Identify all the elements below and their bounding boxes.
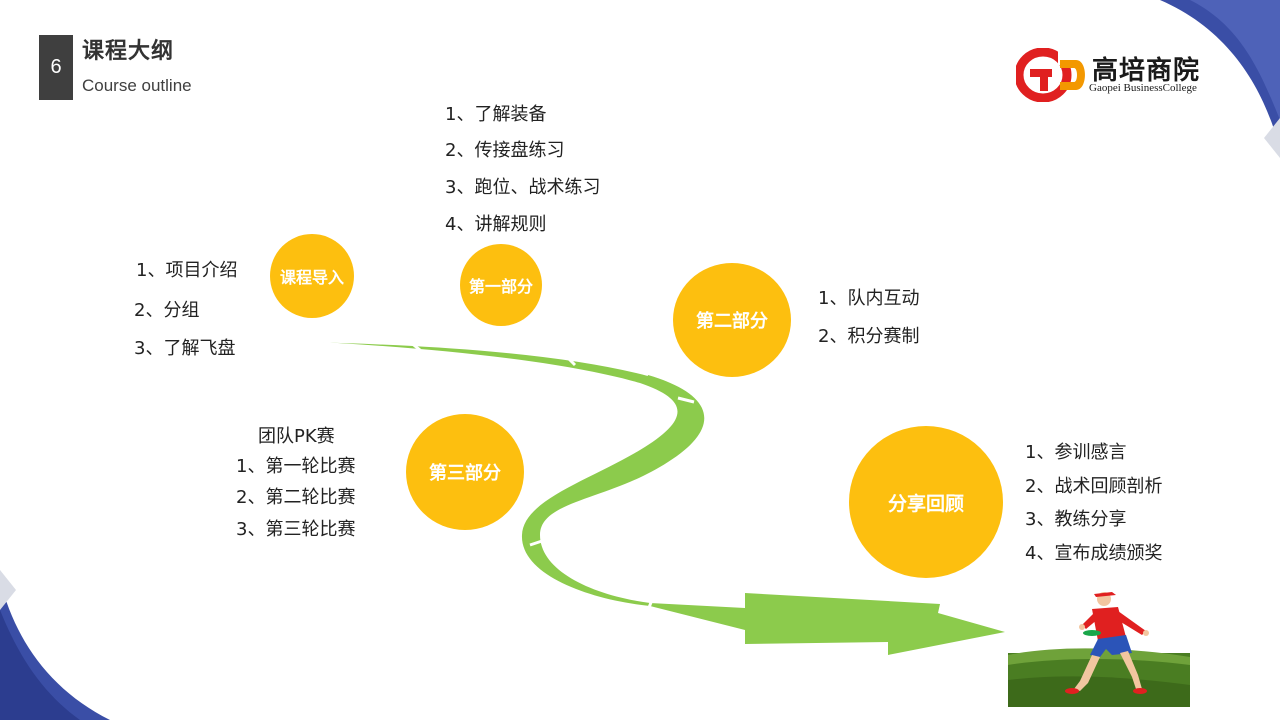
- intro-item-2: 2、分组: [134, 300, 200, 321]
- page-subtitle: Course outline: [82, 76, 192, 95]
- review-item-3: 3、教练分享: [1025, 509, 1127, 530]
- right-edge-chevron: [1264, 118, 1280, 158]
- top-right-corner-decoration: [1160, 0, 1280, 150]
- section-circle-part3: 第三部分: [406, 414, 524, 530]
- intro-item-3: 3、了解飞盘: [134, 338, 236, 359]
- bottom-left-corner-decoration: [0, 580, 110, 720]
- page-title: 课程大纲: [82, 39, 175, 64]
- part1-item-4: 4、讲解规则: [445, 214, 547, 235]
- part1-item-1: 1、了解装备: [445, 104, 547, 125]
- section-circle-part1: 第一部分: [460, 244, 542, 326]
- section-circle-review: 分享回顾: [849, 426, 1003, 578]
- part3-item-2: 2、第二轮比赛: [236, 487, 356, 508]
- section-circle-part2: 第二部分: [673, 263, 791, 377]
- review-item-1: 1、参训感言: [1025, 442, 1127, 463]
- frisbee-player-icon: [1008, 592, 1190, 707]
- part3-item-1: 1、第一轮比赛: [236, 456, 356, 477]
- logo-mark-icon: [1016, 48, 1085, 102]
- section-circle-intro: 课程导入: [270, 234, 354, 318]
- page-number-badge: 6: [39, 35, 73, 100]
- review-item-4: 4、宣布成绩颁奖: [1025, 543, 1163, 564]
- review-item-2: 2、战术回顾剖析: [1025, 476, 1163, 497]
- part2-item-2: 2、积分赛制: [818, 326, 920, 347]
- logo-name-en: Gaopei BusinessCollege: [1089, 82, 1197, 94]
- part3-heading: 团队PK赛: [258, 426, 335, 447]
- company-logo: 高培商院 Gaopei BusinessCollege: [1016, 48, 1216, 102]
- intro-item-1: 1、项目介绍: [136, 260, 238, 281]
- part3-item-3: 3、第三轮比赛: [236, 519, 356, 540]
- left-edge-chevron: [0, 570, 16, 610]
- part1-item-2: 2、传接盘练习: [445, 140, 565, 161]
- logo-name-cn: 高培商院: [1092, 56, 1201, 86]
- part2-item-1: 1、队内互动: [818, 288, 920, 309]
- part1-item-3: 3、跑位、战术练习: [445, 177, 601, 198]
